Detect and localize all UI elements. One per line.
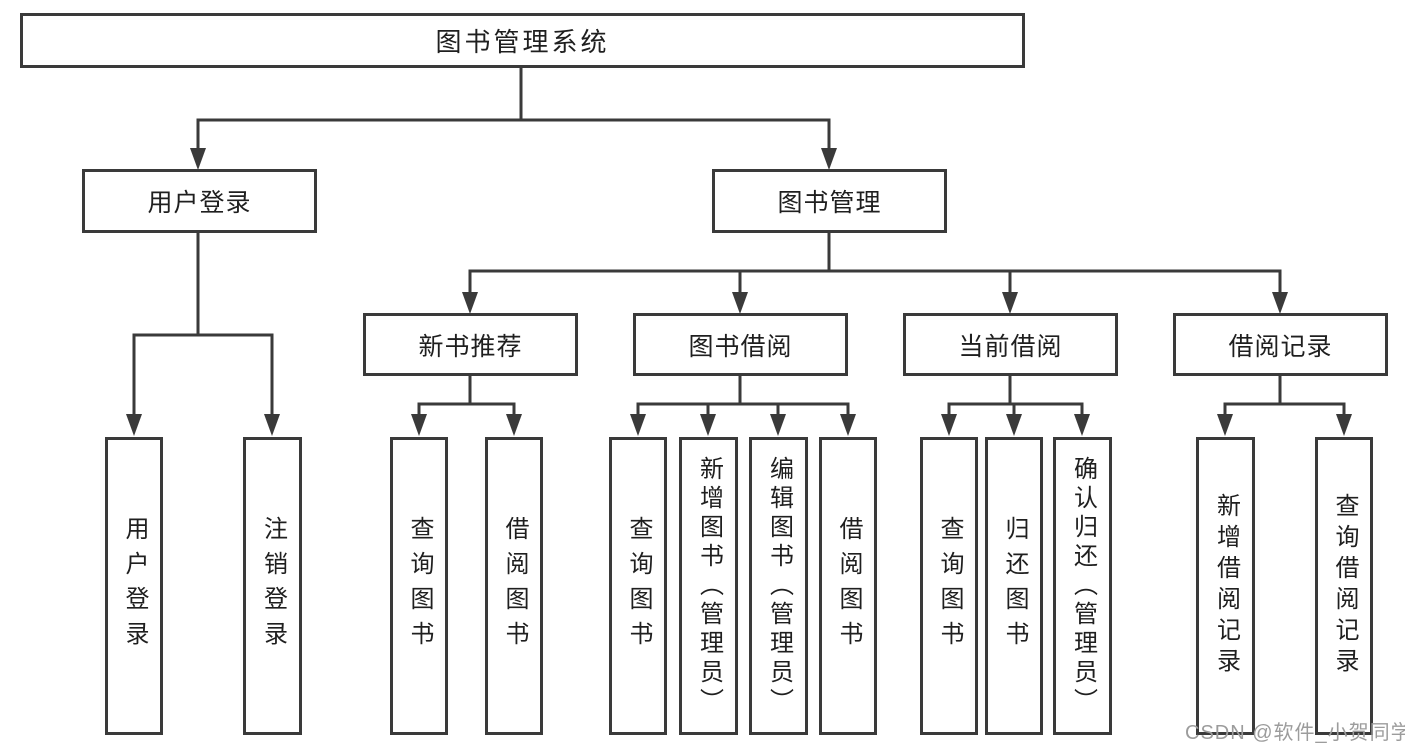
node-new-book-recommend-label: 新书推荐 (418, 332, 523, 361)
node-user-login-label: 用户登录 (147, 189, 252, 217)
node-borrow-records: 借阅记录 (1173, 313, 1388, 376)
node-book-management: 图书管理 (712, 169, 947, 233)
leaf-edit-books-admin: 编辑图书（管理员） (749, 437, 808, 735)
leaf-query-books-recommend-label: 查询图书 (406, 516, 433, 656)
node-borrow-records-label: 借阅记录 (1228, 332, 1333, 361)
leaf-user-login-label: 用户登录 (121, 516, 148, 656)
leaf-borrow-books-recommend: 借阅图书 (485, 437, 543, 735)
leaf-query-books-borrow: 查询图书 (609, 437, 667, 735)
watermark: CSDN @软件_小贺同学 (1185, 722, 1405, 744)
leaf-logout-label: 注销登录 (259, 516, 287, 656)
node-new-book-recommend: 新书推荐 (363, 313, 578, 376)
leaf-borrow-books-label: 借阅图书 (835, 516, 862, 656)
leaf-logout: 注销登录 (243, 437, 302, 735)
leaf-add-books-admin: 新增图书（管理员） (679, 437, 738, 735)
leaf-edit-books-admin-label: 编辑图书（管理员） (765, 455, 793, 717)
leaf-return-books-label: 归还图书 (1001, 516, 1028, 656)
leaf-return-books: 归还图书 (985, 437, 1043, 735)
node-current-borrow: 当前借阅 (903, 313, 1118, 376)
leaf-query-books-borrow-label: 查询图书 (625, 516, 652, 656)
node-root-label: 图书管理系统 (435, 27, 610, 57)
leaf-borrow-books-recommend-label: 借阅图书 (501, 516, 528, 656)
node-book-borrow: 图书借阅 (633, 313, 848, 376)
leaf-query-books-current: 查询图书 (920, 437, 978, 735)
node-current-borrow-label: 当前借阅 (958, 332, 1063, 361)
leaf-query-borrow-record-label: 查询借阅记录 (1331, 493, 1358, 679)
leaf-query-borrow-record: 查询借阅记录 (1315, 437, 1373, 735)
leaf-add-borrow-record-label: 新增借阅记录 (1212, 493, 1240, 679)
leaf-confirm-return-admin-label: 确认归还（管理员） (1069, 455, 1097, 717)
node-book-management-label: 图书管理 (777, 189, 882, 217)
leaf-query-books-recommend: 查询图书 (390, 437, 448, 735)
leaf-borrow-books: 借阅图书 (819, 437, 877, 735)
node-book-borrow-label: 图书借阅 (688, 332, 793, 361)
node-root: 图书管理系统 (20, 13, 1025, 68)
leaf-add-borrow-record: 新增借阅记录 (1196, 437, 1255, 735)
node-user-login: 用户登录 (82, 169, 317, 233)
leaf-add-books-admin-label: 新增图书（管理员） (695, 455, 723, 717)
leaf-query-books-current-label: 查询图书 (936, 516, 963, 656)
leaf-confirm-return-admin: 确认归还（管理员） (1053, 437, 1112, 735)
leaf-user-login: 用户登录 (105, 437, 163, 735)
